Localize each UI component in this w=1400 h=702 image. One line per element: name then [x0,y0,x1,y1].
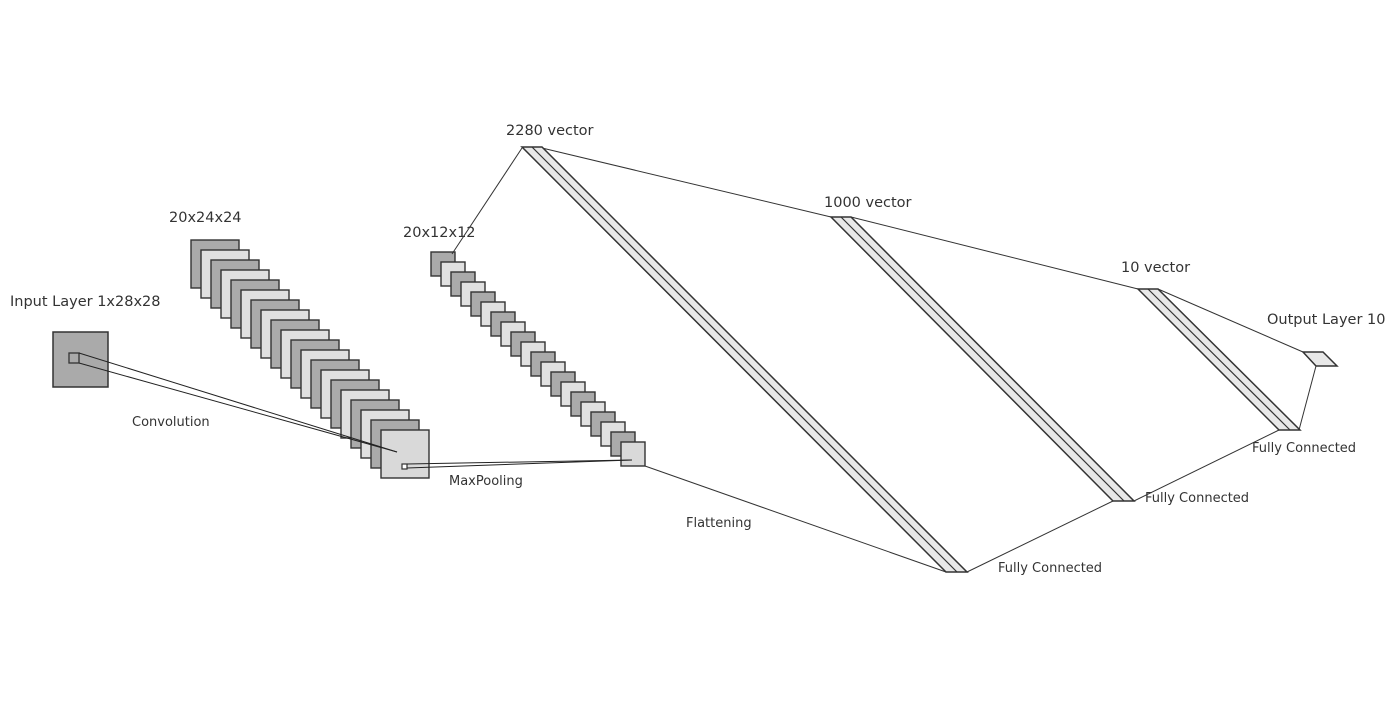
conv-shape-label: 20x24x24 [169,210,242,226]
pool-to-flat-bottom-line [644,465,947,573]
pool-feature-map-stack [430,251,646,467]
fully-connected-label-1: Fully Connected [998,561,1102,576]
fc2-vector-label: 10 vector [1121,260,1190,276]
flattening-label: Flattening [686,516,752,531]
conv-feature-map-stack [190,239,430,479]
pool-window [401,463,408,470]
maxpooling-label: MaxPooling [449,474,523,489]
input-kernel-window [68,352,80,364]
conv-feature-map-20 [380,429,430,479]
pool-feature-map-20 [620,441,646,467]
fc2-vector-bar [1136,288,1302,431]
fc1-to-fc2-bottom-line [1133,429,1280,502]
flat-to-fc1-top-line [541,147,832,218]
network-connector-lines [451,147,1317,573]
output-vector-bar [1301,351,1339,367]
pool-shape-label: 20x12x12 [403,225,476,241]
flat-vector-label: 2280 vector [506,123,594,139]
fc2-to-output-top-line [1157,288,1304,353]
convolution-label: Convolution [132,415,210,430]
output-layer-label: Output Layer 10 [1267,312,1385,328]
flat-to-fc1-bottom-line [966,500,1114,573]
fully-connected-label-3: Fully Connected [1252,441,1356,456]
fully-connected-label-2: Fully Connected [1145,491,1249,506]
fc1-to-fc2-top-line [850,216,1139,290]
input-layer-label: Input Layer 1x28x28 [10,294,160,310]
fc1-vector-bar [829,216,1136,502]
flat-vector-bar [520,146,969,573]
pool-to-flat-top-line [451,147,523,255]
fc2-to-output-bottom-line [1298,365,1317,431]
convolution-connection-lines [78,352,398,453]
fc1-vector-label: 1000 vector [824,195,912,211]
maxpooling-connection-lines [406,459,633,469]
